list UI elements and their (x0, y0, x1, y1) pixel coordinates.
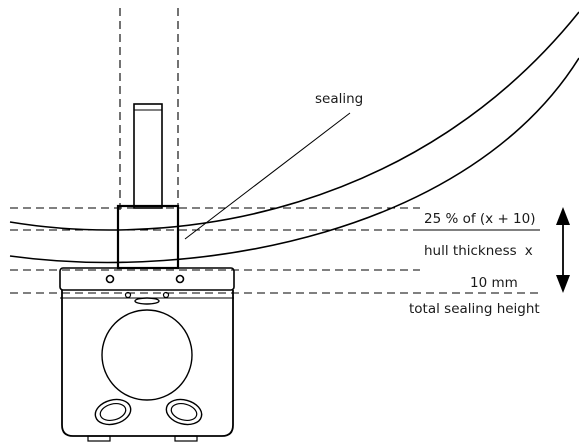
hull-thickness-label: hull thickness x (424, 243, 533, 259)
dial-circle (101, 309, 193, 401)
hull-arcs (9, 11, 579, 264)
total-height-label: total sealing height (409, 301, 540, 317)
sealing-leader (184, 112, 351, 240)
seal-block (116, 204, 180, 270)
right-port (165, 398, 203, 426)
dimension-arrow (556, 207, 570, 293)
hull-thickness-text: hull thickness (424, 243, 517, 259)
ten-mm-label: 10 mm (470, 275, 518, 291)
device-housing (59, 267, 235, 442)
horizontal-reference-lines (10, 207, 540, 294)
left-port (94, 398, 132, 426)
vertical-guides (119, 8, 179, 210)
stem (133, 103, 163, 209)
sealing-label: sealing (315, 91, 363, 107)
hull-thickness-variable: x (525, 243, 533, 259)
percent-label: 25 % of (x + 10) (424, 211, 536, 227)
